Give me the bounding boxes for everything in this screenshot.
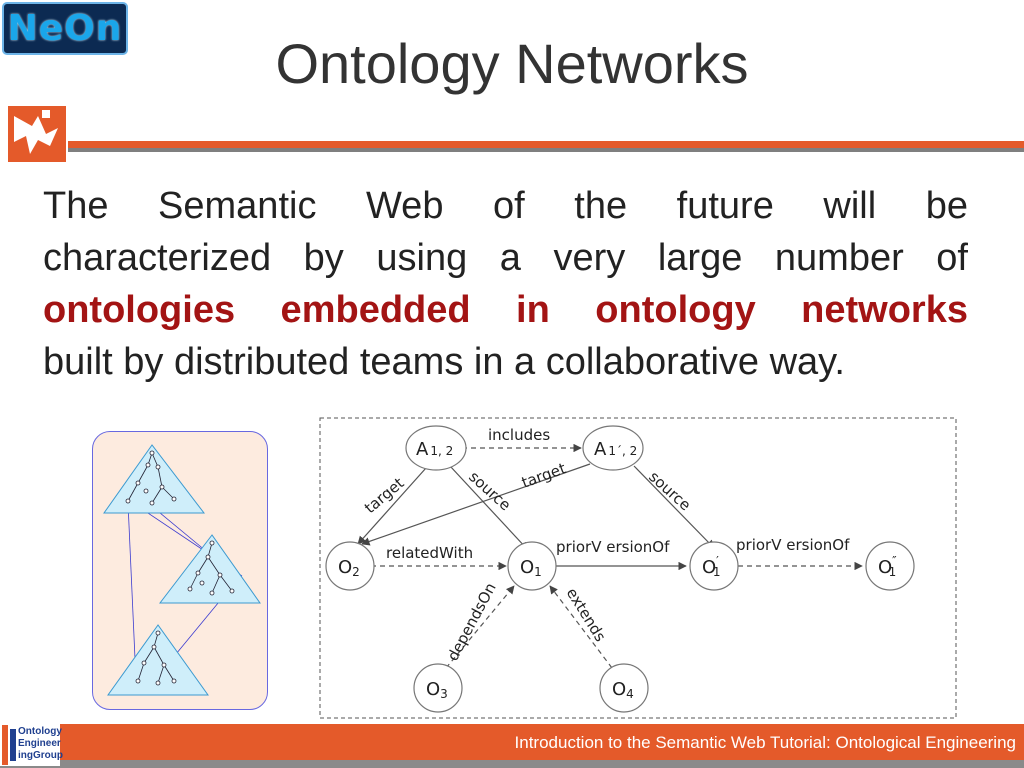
oeg-line-1: Ontology [18, 726, 62, 737]
footer-caption: Introduction to the Semantic Web Tutoria… [514, 733, 1016, 752]
edge-source-right [633, 465, 715, 549]
label-includes: includes [488, 426, 550, 444]
neon-logo-text: NeOn [7, 8, 123, 49]
node-o3: O3 [426, 679, 448, 701]
footer-grey-strip [0, 760, 1024, 768]
ontology-network-diagram: includes target source target source rel… [319, 417, 957, 719]
oeg-line-3: ingGroup [18, 750, 63, 761]
node-o1p-shape [689, 541, 739, 591]
upm-logo [8, 106, 66, 162]
oeg-logo: Ontology Engineer ingGroup [0, 724, 63, 766]
edge-extends [549, 585, 613, 669]
node-o1-shape [507, 541, 557, 591]
node-o4-shape [599, 663, 649, 713]
body-line-4: built by distributed teams in a collabor… [43, 341, 845, 383]
header-grey-rule [68, 148, 1024, 152]
slide-title: Ontology Networks [275, 32, 749, 95]
label-prior-version-1: priorV ersionOf [556, 538, 670, 556]
node-o1-double-prime: O″1 [878, 554, 897, 579]
edge-target-left [357, 467, 427, 545]
body-line-1: The Semantic Web of the future will be [43, 185, 968, 227]
ontology-network-illustration [103, 444, 261, 696]
node-a12-shape [405, 425, 467, 471]
label-prior-version-2: priorV ersionOf [736, 536, 850, 554]
label-extends: extends [563, 585, 610, 645]
edge-source-left [449, 465, 529, 551]
label-depends-on: dependsOn [444, 580, 500, 664]
node-o4: O4 [612, 679, 634, 701]
node-o1: O1 [520, 557, 542, 579]
label-target-right: target [519, 459, 568, 492]
ontology-triangle-2 [158, 534, 261, 604]
ontology-triangle-3 [107, 624, 209, 696]
label-target-left: target [361, 474, 408, 517]
body-line-2: characterized by using a very large numb… [43, 237, 968, 279]
footer-bar [0, 724, 1024, 760]
ontology-triangle-1 [103, 444, 206, 514]
oeg-logo-mark [2, 725, 16, 765]
node-o3-shape [413, 663, 463, 713]
oeg-line-2: Engineer [18, 738, 61, 749]
header-orange-rule [68, 141, 1024, 148]
label-source-right: source [645, 468, 694, 515]
edge-target-right [361, 463, 591, 546]
node-o1-prime: O′1 [702, 554, 721, 579]
neon-logo: NeOn [2, 2, 128, 55]
node-o2: O2 [338, 557, 360, 579]
body-paragraph: The Semantic Web of the future will be c… [43, 180, 968, 388]
oeg-logo-text: Ontology Engineer ingGroup [18, 726, 63, 762]
node-a1p2-shape [582, 425, 644, 471]
body-highlight: ontologies embedded in ontology networks [43, 289, 968, 331]
label-related-with: relatedWith [386, 544, 473, 562]
node-o1pp-shape [865, 541, 915, 591]
diagram-border [319, 417, 957, 719]
node-o2-shape [325, 541, 375, 591]
